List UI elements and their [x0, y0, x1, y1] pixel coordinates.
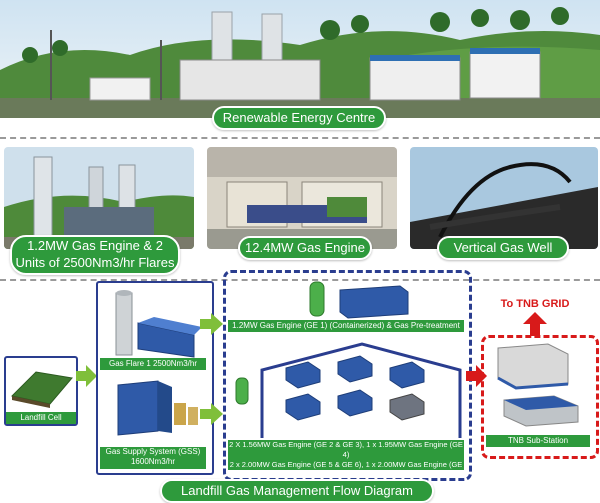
arrow-gss-to-ge-multi	[200, 403, 223, 425]
gas-engine-124-photo	[207, 147, 397, 249]
flow-diagram-title: Landfill Gas Management Flow Diagram	[160, 479, 434, 503]
landfill-cell-label: Landfill Cell	[6, 412, 76, 424]
vertical-gas-well-photo	[410, 147, 598, 249]
tnb-substation-label: TNB Sub-Station	[486, 435, 590, 447]
flare-label: Gas Flare 1 2500Nm3/hr	[100, 358, 206, 370]
arrow-flare-to-ge1	[200, 313, 223, 335]
gas-engine-flares-photo	[4, 147, 194, 249]
arrow-up-to-grid	[523, 312, 547, 336]
tnb-grid-label: To TNB GRID	[500, 298, 570, 310]
divider-top	[0, 137, 600, 139]
renewable-energy-centre-photo	[0, 0, 600, 118]
engine-house	[235, 342, 462, 438]
supply-column-box: Gas Flare 1 2500Nm3/hr Gas Supply System…	[96, 281, 214, 475]
divider-middle	[0, 279, 600, 281]
vertical-gas-well-label: Vertical Gas Well	[437, 236, 569, 260]
arrow-engines-to-substation	[466, 365, 487, 387]
renewable-energy-centre-label: Renewable Energy Centre	[212, 106, 386, 130]
arrow-landfill-to-supply	[76, 365, 97, 387]
ge-multi-label: 2 X 1.56MW Gas Engine (GE 2 & GE 3), 1 x…	[228, 440, 464, 470]
ge1-label: 1.2MW Gas Engine (GE 1) (Containerized) …	[228, 320, 464, 332]
landfill-cell-box: Landfill Cell	[4, 356, 78, 426]
gas-engine-flares-label: 1.2MW Gas Engine & 2 Units of 2500Nm3/hr…	[10, 235, 180, 275]
gas-engine-124-label: 12.4MW Gas Engine	[238, 236, 372, 260]
ge1-equipment	[309, 281, 409, 319]
gss-label: Gas Supply System (GSS) 1600Nm3/hr	[100, 447, 206, 469]
substation-equipment	[497, 343, 579, 427]
substation-area	[481, 335, 599, 459]
